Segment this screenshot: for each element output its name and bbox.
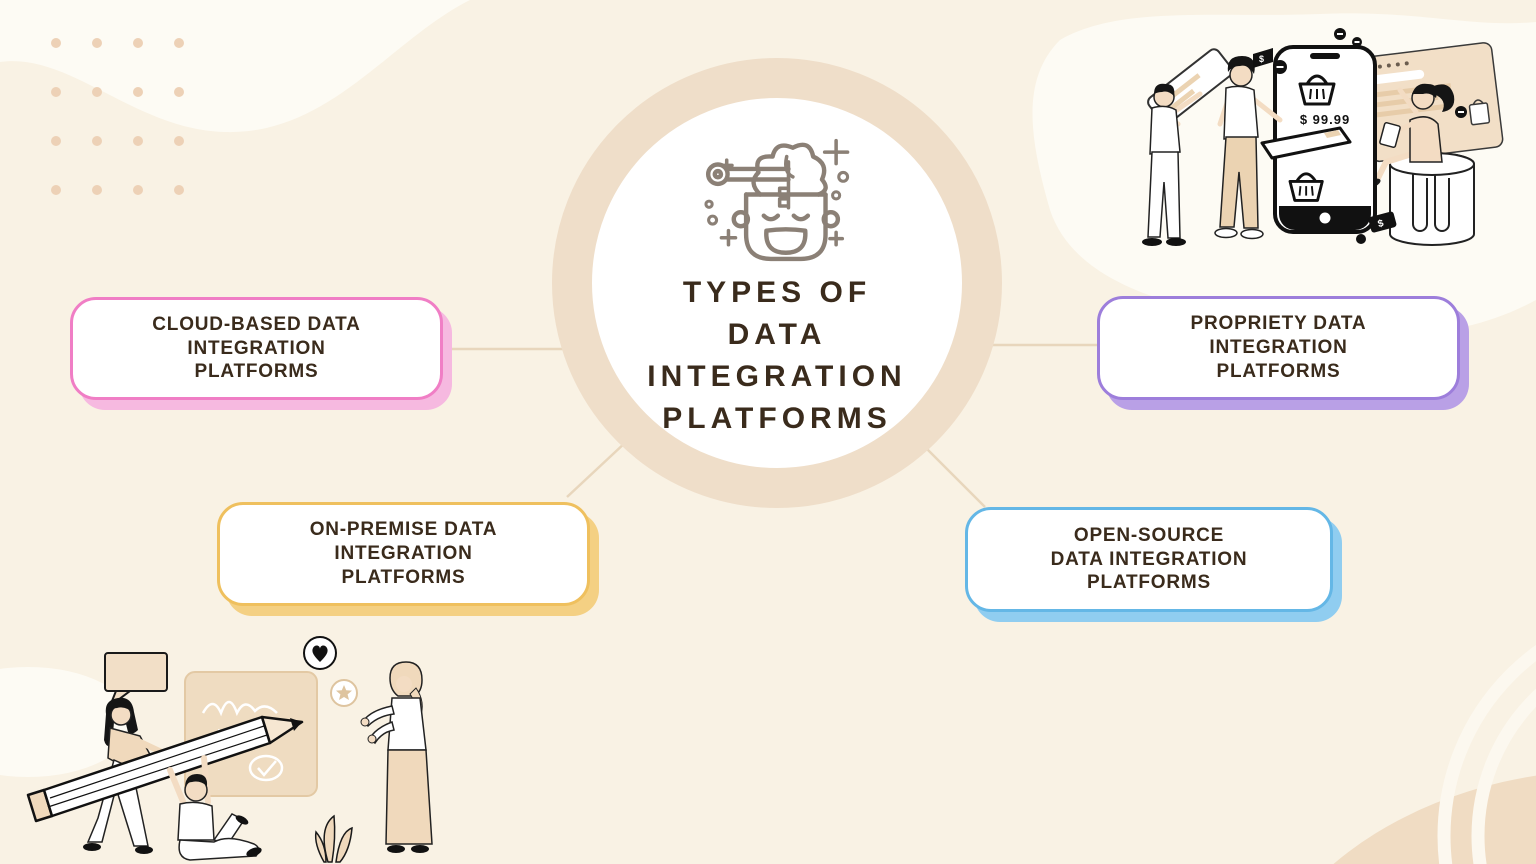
online-shopping-illustration: $ 99.99 (1142, 28, 1504, 246)
sparkle-plus-icon (719, 138, 850, 247)
white-arc-outer (1437, 644, 1536, 864)
dots-grid (51, 38, 184, 195)
node-cloud-based-data-integration-platforms: CLOUD-BASED DATA INTEGRATION PLATFORMS (70, 297, 443, 400)
person-man-sitting (167, 755, 262, 861)
node-propriety-data-integration-platforms: PROPRIETY DATA INTEGRATION PLATFORMS (1097, 296, 1460, 400)
connector-line-open-source (922, 444, 986, 508)
node-label-line: PLATFORMS (341, 566, 466, 588)
node-label-line: INTEGRATION (1209, 337, 1348, 359)
coin-icons: $ $ (1253, 28, 1467, 244)
price-label: $ 99.99 (1300, 112, 1350, 127)
shopping-basket-icon (1298, 74, 1336, 106)
node-label-line: PLATFORMS (1086, 572, 1211, 594)
white-arc-inner (1471, 688, 1536, 864)
central-circle: TYPES OF DATA INTEGRATION PLATFORMS (552, 58, 1002, 508)
node-label-line: INTEGRATION (334, 543, 473, 565)
plant-icon (314, 814, 353, 863)
node-label-line: INTEGRATION (187, 337, 326, 359)
connector-line-on-premise (566, 440, 628, 498)
person-using-phone (1214, 56, 1283, 240)
money-bill-icon (1253, 48, 1273, 68)
sparkle-dot-icon (704, 170, 850, 226)
node-open-source-data-integration-platforms: OPEN-SOURCE DATA INTEGRATION PLATFORMS (965, 507, 1333, 612)
money-bill-icon: $ (1368, 211, 1397, 233)
open-head-brain-key-icon (704, 138, 850, 261)
node-label-line: PROPRIETY DATA (1190, 313, 1367, 335)
title-line: PLATFORMS (662, 401, 892, 435)
person-holding-credit-card (1142, 48, 1234, 246)
smartphone-icon: $ 99.99 (1260, 45, 1377, 234)
heart-badge-icon (303, 636, 337, 670)
title-line: INTEGRATION (647, 359, 907, 393)
svg-text:$: $ (1377, 218, 1386, 230)
node-label-line: PLATFORMS (1216, 360, 1341, 382)
person-seated-on-pouf (1367, 83, 1475, 246)
node-label-line: PLATFORMS (194, 361, 319, 383)
star-badge-icon (330, 679, 358, 707)
shopping-basket-icon (1288, 172, 1324, 202)
background-blob-top-left (0, 0, 470, 133)
node-label-line: CLOUD-BASED DATA (152, 313, 361, 335)
speech-bubble-icon (104, 652, 168, 709)
background-blob-bottom-left (0, 667, 133, 777)
node-label-line: OPEN-SOURCE (1073, 524, 1225, 546)
signing-board-illustration (26, 636, 433, 863)
node-label-line: DATA INTEGRATION (1050, 548, 1248, 570)
svg-text:$: $ (1259, 54, 1264, 64)
connector-lines (443, 343, 1097, 508)
page-title: TYPES OF DATA INTEGRATION PLATFORMS (647, 272, 906, 440)
title-line: DATA (727, 317, 827, 351)
person-woman-headscarf (360, 661, 433, 853)
node-label-line: ON-PREMISE DATA (309, 519, 498, 541)
title-line: TYPES OF (682, 275, 872, 309)
payment-card-tray (1260, 126, 1352, 160)
pencil-icon (26, 715, 304, 823)
node-on-premise-data-integration-platforms: ON-PREMISE DATA INTEGRATION PLATFORMS (217, 502, 590, 606)
